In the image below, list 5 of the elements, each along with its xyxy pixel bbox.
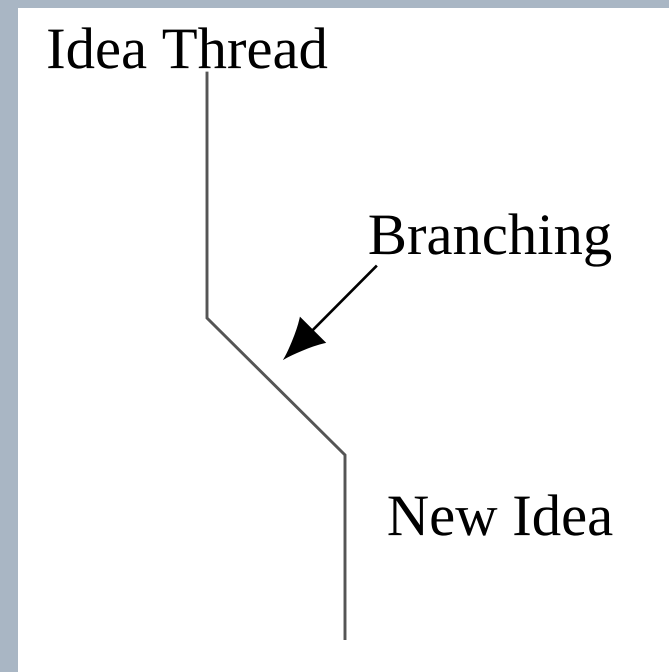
thread-line	[206, 72, 346, 640]
arrow	[285, 264, 378, 358]
text-label: Branching	[370, 213, 612, 267]
text-label: Idea Thread	[48, 27, 328, 69]
text-label: New Idea	[388, 494, 612, 536]
